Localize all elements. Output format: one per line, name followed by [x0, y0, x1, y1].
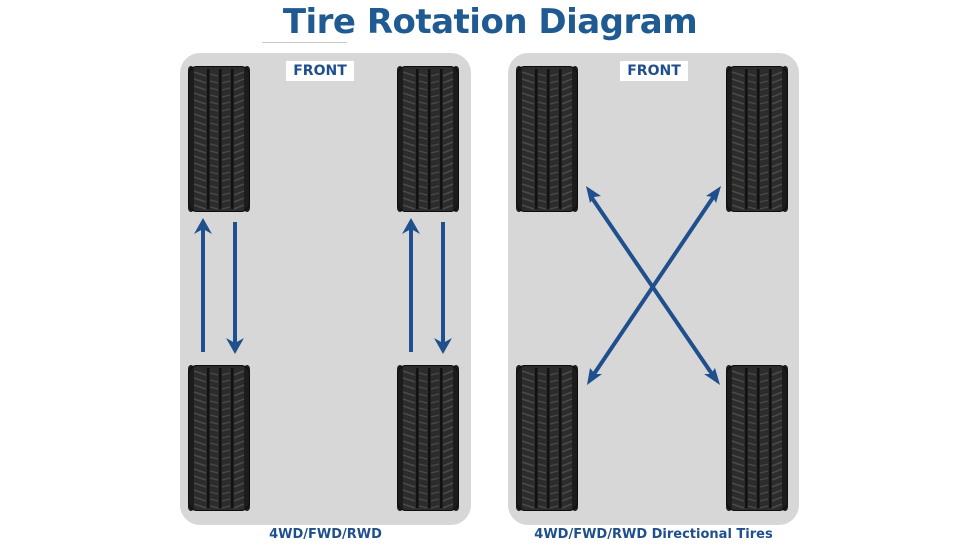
- tire-right-front-right: [726, 66, 788, 212]
- tire-right-front-left: [516, 66, 578, 212]
- title-underline: [262, 42, 347, 43]
- tire-left-front-left: [188, 66, 250, 212]
- tire-left-rear-left: [188, 365, 250, 511]
- caption-front-to-back: 4WD/FWD/RWD: [269, 527, 382, 542]
- caption-directional: 4WD/FWD/RWD Directional Tires: [534, 527, 773, 542]
- front-label-left: FRONT: [286, 61, 354, 81]
- diagram-title: Tire Rotation Diagram: [282, 2, 698, 42]
- tire-left-rear-right: [397, 365, 459, 511]
- tire-right-rear-left: [516, 365, 578, 511]
- front-label-right: FRONT: [620, 61, 688, 81]
- tire-right-rear-right: [726, 365, 788, 511]
- tire-left-front-right: [397, 66, 459, 212]
